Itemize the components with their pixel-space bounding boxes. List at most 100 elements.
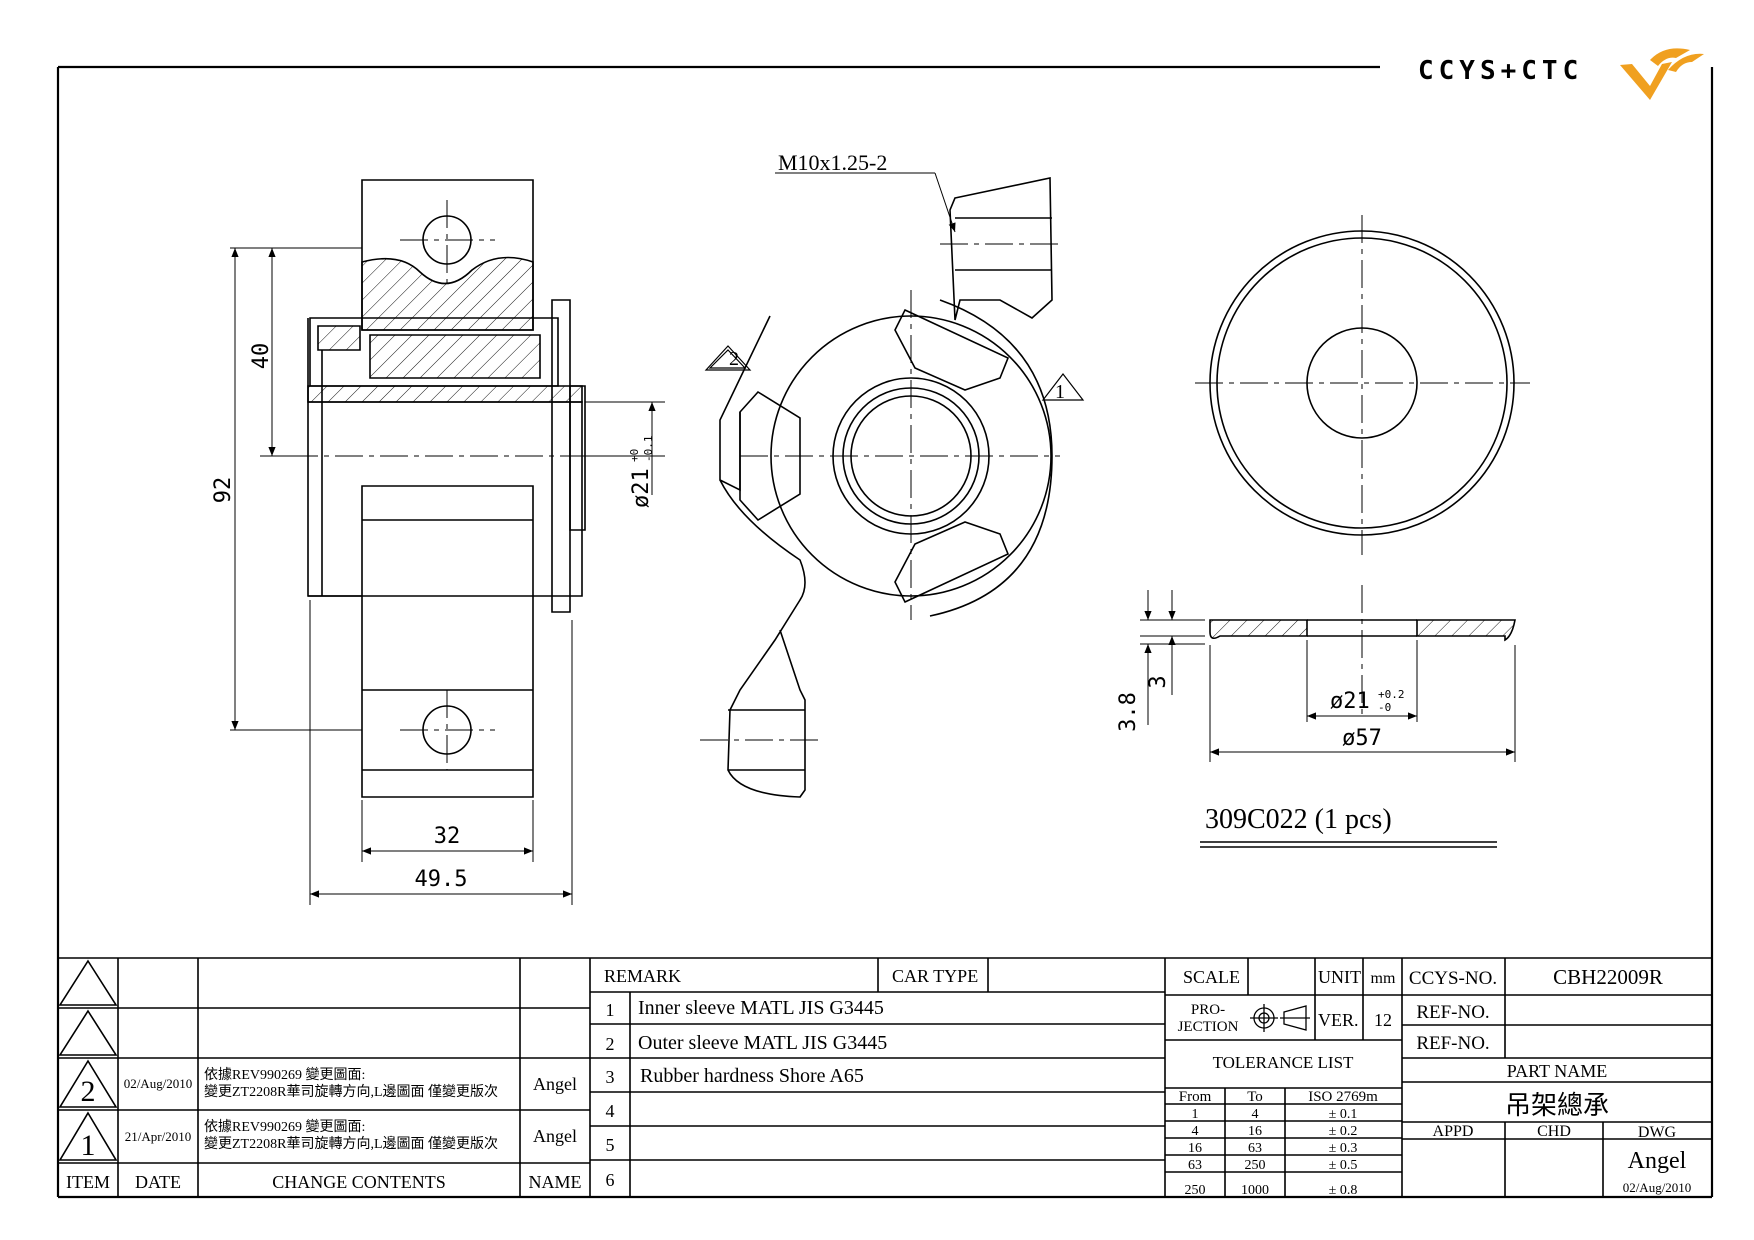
svg-text:1: 1 [1055,381,1065,403]
tol-header-std: ISO 2769m [1308,1089,1378,1105]
svg-text:63: 63 [1188,1158,1202,1173]
svg-text:4: 4 [1192,1124,1199,1139]
front-view-centerlines [700,243,1060,741]
appd-label: APPD [1433,1123,1474,1140]
rev-change-2b: 變更ZT2208R華司旋轉方向,L邊圖面 僅變更版次 [204,1084,498,1100]
svg-text:ø21: ø21 [629,468,654,508]
dwg-label: DWG [1638,1124,1677,1141]
svg-text:63: 63 [1248,1141,1262,1156]
tol-header-from: From [1179,1089,1212,1105]
front-marker-2: 2 [704,345,752,371]
remark-label: REMARK [604,966,681,986]
svg-text:16: 16 [1188,1141,1202,1156]
remark-table: REMARK CAR TYPE 1 Inner sleeve MATL JIS … [604,966,978,1190]
dwg-value: Angel [1628,1148,1687,1174]
svg-text:± 0.2: ± 0.2 [1329,1124,1358,1139]
company-logo: CCYS+CTC [1418,48,1704,100]
svg-text:-0: -0 [1378,701,1391,714]
svg-text:1: 1 [1192,1107,1199,1122]
svg-text:± 0.5: ± 0.5 [1329,1158,1358,1173]
unit-label: UNIT [1318,967,1361,987]
rev-item-2: 2 [81,1075,96,1108]
svg-text:-0.1: -0.1 [642,436,655,463]
rev-header-change: CHANGE CONTENTS [272,1172,446,1192]
scale-label: SCALE [1183,967,1240,987]
tol-header-to: To [1247,1089,1263,1105]
remark-no-3: 3 [606,1067,615,1087]
ref-no-label-2: REF-NO. [1416,1033,1489,1054]
unit-value: mm [1371,970,1396,987]
side-view-centerlines [290,200,600,770]
washer-dim-3: 3 [1146,675,1171,688]
remark-text-3: Rubber hardness Shore A65 [640,1065,864,1087]
rev-header-name: NAME [529,1172,582,1192]
rev-change-1b: 變更ZT2208R華司旋轉方向,L邊圖面 僅變更版次 [204,1136,498,1152]
title-block-grid [58,957,1712,1197]
washer-part-underline [1200,841,1497,848]
svg-text:± 0.3: ± 0.3 [1329,1141,1358,1156]
svg-text:2: 2 [729,348,739,370]
ver-value: 12 [1374,1010,1392,1030]
svg-text:250: 250 [1245,1158,1266,1173]
car-type-label: CAR TYPE [892,966,978,986]
washer-dim-dia21: ø21 +0.2 -0 [1330,688,1405,714]
front-marker-1: 1 [1041,373,1085,403]
dwg-date: 02/Aug/2010 [1623,1180,1692,1195]
svg-text:ø21: ø21 [1330,689,1370,714]
ver-label: VER. [1318,1010,1359,1030]
rev-header-item: ITEM [66,1172,110,1192]
side-dim-49-5: 49.5 [415,867,468,892]
info-block: SCALE UNIT mm PRO- JECTION VER. 12 TOLER… [1178,965,1692,1198]
remark-no-4: 4 [606,1101,615,1121]
remark-no-1: 1 [606,1000,615,1020]
svg-text:16: 16 [1248,1124,1262,1139]
remark-no-5: 5 [606,1135,615,1155]
svg-text:250: 250 [1185,1183,1206,1198]
projection-symbol-icon [1250,1004,1310,1032]
front-thread-label: M10x1.25-2 [778,150,887,175]
side-dim-dia21: ø21 +0 -0.1 [628,436,655,509]
rev-change-1a: 依據REV990269 變更圖面: [204,1119,365,1135]
rev-name-1: Angel [533,1126,577,1146]
remark-no-2: 2 [606,1034,615,1054]
side-view [307,179,586,798]
chd-label: CHD [1537,1123,1571,1140]
ccys-no-label: CCYS-NO. [1409,968,1497,989]
svg-text:4: 4 [1252,1107,1259,1122]
front-view [719,177,1053,798]
rev-item-1: 1 [81,1129,96,1162]
washer-dim-3-8: 3.8 [1116,692,1141,732]
svg-text:+0.2: +0.2 [1378,688,1405,701]
ccys-no-value: CBH22009R [1553,965,1663,989]
side-dim-40: 40 [249,343,274,370]
rev-date-2: 02/Aug/2010 [124,1076,193,1091]
svg-text:+0: +0 [628,449,641,462]
part-name-value: 吊架總承 [1505,1091,1609,1120]
front-thread-leader [775,172,956,233]
logo-text: CCYS+CTC [1418,56,1583,86]
remark-text-1: Inner sleeve MATL JIS G3445 [638,997,884,1019]
washer-centerlines [1195,215,1530,720]
svg-text:1000: 1000 [1241,1183,1269,1198]
revision-table: 2 02/Aug/2010 依據REV990269 變更圖面: 變更ZT2208… [66,1067,582,1192]
svg-text:± 0.1: ± 0.1 [1329,1107,1358,1122]
svg-text:± 0.8: ± 0.8 [1329,1183,1358,1198]
washer-part-label: 309C022 (1 pcs) [1205,804,1392,835]
washer-section [1209,619,1516,642]
tolerance-title: TOLERANCE LIST [1213,1053,1354,1072]
projection-label-1: PRO- [1191,1002,1225,1018]
rev-header-date: DATE [135,1172,181,1192]
rev-change-2a: 依據REV990269 變更圖面: [204,1067,365,1083]
rev-name-2: Angel [533,1074,577,1094]
washer-dim-dia57: ø57 [1342,726,1382,751]
side-dim-32: 32 [434,824,461,849]
remark-text-2: Outer sleeve MATL JIS G3445 [638,1032,887,1054]
projection-label-2: JECTION [1178,1019,1239,1035]
side-dim-92: 92 [211,477,236,504]
logo-flame-icon [1620,48,1704,100]
part-name-label: PART NAME [1507,1061,1607,1081]
ref-no-label-1: REF-NO. [1416,1002,1489,1023]
rev-date-1: 21/Apr/2010 [125,1129,191,1144]
side-view-dimensions [230,247,665,905]
remark-no-6: 6 [606,1170,615,1190]
